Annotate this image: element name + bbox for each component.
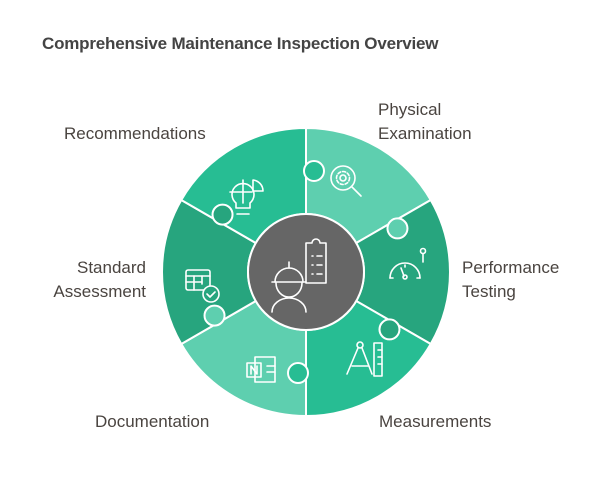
- label-standard-assessment: Standard Assessment: [40, 256, 146, 304]
- label-line: Performance: [462, 258, 560, 277]
- label-line: Standard: [77, 258, 146, 277]
- puzzle-knob: [386, 217, 409, 240]
- label-measurements: Measurements: [379, 410, 491, 434]
- label-line: Recommendations: [64, 124, 206, 143]
- table-check-icon: [185, 269, 220, 303]
- puzzle-knob: [287, 362, 309, 384]
- label-line: Testing: [462, 282, 516, 301]
- label-documentation: Documentation: [95, 410, 209, 434]
- compass-ruler-icon: [346, 341, 383, 377]
- notebook-icon: [246, 356, 276, 383]
- label-line: Physical: [378, 100, 442, 119]
- label-line: Documentation: [95, 412, 210, 431]
- puzzle-knob: [378, 318, 401, 341]
- gear-magnifier-icon: [330, 165, 362, 197]
- puzzle-knob: [211, 203, 234, 226]
- label-line: Examination: [378, 124, 472, 143]
- diagram-title: Comprehensive Maintenance Inspection Ove…: [42, 34, 439, 53]
- label-performance-testing: Performance Testing: [462, 256, 559, 304]
- label-line: Assessment: [53, 282, 146, 301]
- puzzle-knob: [203, 304, 226, 327]
- label-physical-examination: Physical Examination: [378, 98, 472, 146]
- label-recommendations: Recommendations: [64, 122, 206, 146]
- label-line: Measurements: [379, 412, 492, 431]
- speedometer-icon: [389, 247, 427, 280]
- inspector-with-clipboard-icon: [271, 238, 327, 313]
- puzzle-knob: [303, 160, 325, 182]
- lightbulb-chart-icon: [229, 179, 264, 215]
